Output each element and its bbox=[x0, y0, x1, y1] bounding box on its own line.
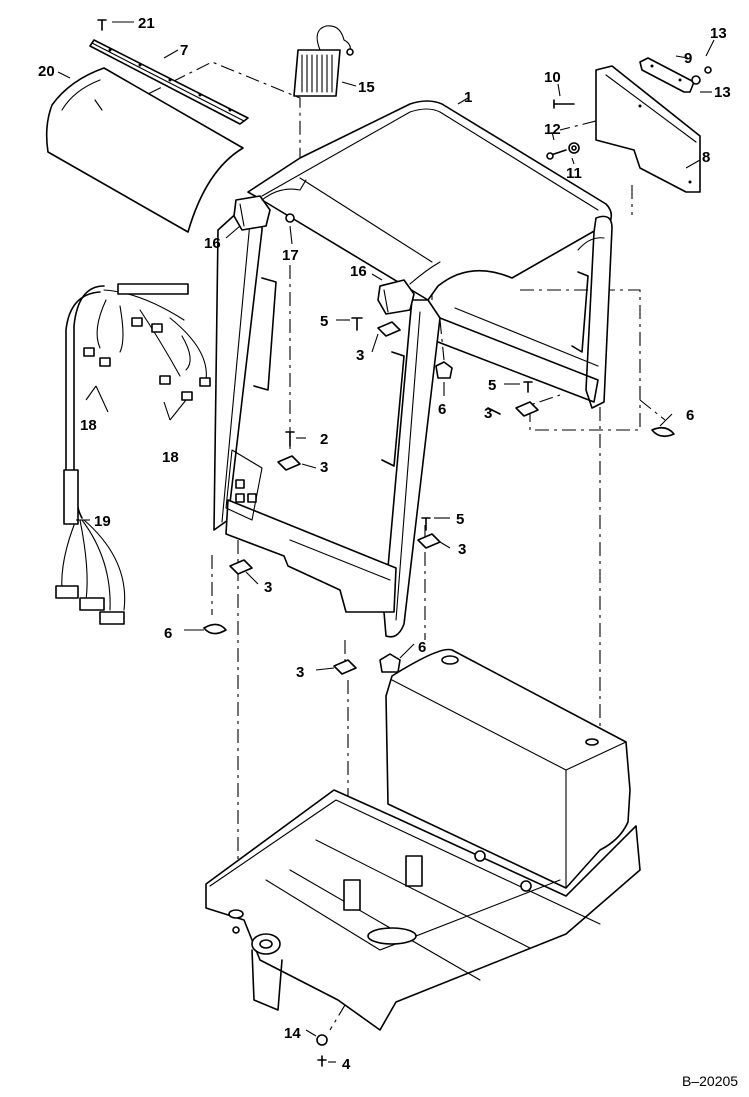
callout-6a: 6 bbox=[438, 401, 446, 418]
key-12 bbox=[546, 149, 567, 160]
clip-17 bbox=[285, 213, 295, 223]
callout-13a: 13 bbox=[710, 25, 727, 42]
reference-code: B–20205 bbox=[682, 1073, 738, 1089]
callout-1: 1 bbox=[464, 89, 472, 106]
callout-3c: 3 bbox=[320, 459, 328, 476]
callout-6d: 6 bbox=[418, 639, 426, 656]
callout-16b: 16 bbox=[350, 263, 367, 280]
work-light-left bbox=[233, 179, 307, 231]
callout-4: 4 bbox=[342, 1056, 351, 1073]
callout-6c: 6 bbox=[164, 625, 172, 642]
callout-3a: 3 bbox=[356, 347, 364, 364]
leader-lines bbox=[57, 21, 715, 1063]
callout-6b: 6 bbox=[686, 407, 694, 424]
callout-18b: 18 bbox=[162, 449, 179, 466]
hardware bbox=[203, 317, 675, 1067]
callout-21: 21 bbox=[138, 15, 155, 32]
callout-13b: 13 bbox=[714, 84, 731, 101]
callout-5b: 5 bbox=[488, 377, 496, 394]
callout-3e: 3 bbox=[264, 579, 272, 596]
cab-frame bbox=[213, 100, 613, 638]
callout-18a: 18 bbox=[80, 417, 97, 434]
callout-3b: 3 bbox=[484, 405, 492, 422]
trim-strip bbox=[89, 39, 249, 125]
callout-20: 20 bbox=[38, 63, 55, 80]
callout-16a: 16 bbox=[204, 235, 221, 252]
callout-19: 19 bbox=[94, 513, 111, 530]
callout-2: 2 bbox=[320, 431, 328, 448]
callout-17: 17 bbox=[282, 247, 299, 264]
work-light-right bbox=[377, 261, 441, 315]
screw-21 bbox=[97, 19, 107, 31]
callout-15: 15 bbox=[358, 79, 375, 96]
callout-11: 11 bbox=[566, 165, 582, 182]
bolt-10 bbox=[553, 99, 575, 109]
bracket-9 bbox=[639, 57, 695, 93]
nut-11 bbox=[568, 142, 580, 154]
callout-7: 7 bbox=[180, 42, 188, 59]
callouts: 21 7 20 15 1 10 9 13 13 8 12 11 16 17 16… bbox=[38, 15, 731, 1073]
callout-8: 8 bbox=[702, 149, 710, 166]
callout-3d: 3 bbox=[458, 541, 466, 558]
rear-panel bbox=[595, 65, 701, 193]
base-frame bbox=[205, 648, 641, 1031]
dome-light bbox=[293, 25, 354, 97]
washers-13 bbox=[691, 66, 712, 85]
callout-9: 9 bbox=[684, 50, 692, 67]
callout-12: 12 bbox=[544, 121, 561, 138]
callout-3f: 3 bbox=[296, 664, 304, 681]
callout-5a: 5 bbox=[320, 313, 328, 330]
cover-panel bbox=[45, 67, 244, 233]
wire-harness bbox=[55, 283, 211, 625]
harness-connectors bbox=[55, 283, 211, 625]
callout-14: 14 bbox=[284, 1025, 301, 1042]
callout-10: 10 bbox=[544, 69, 561, 86]
callout-5c: 5 bbox=[456, 511, 464, 528]
